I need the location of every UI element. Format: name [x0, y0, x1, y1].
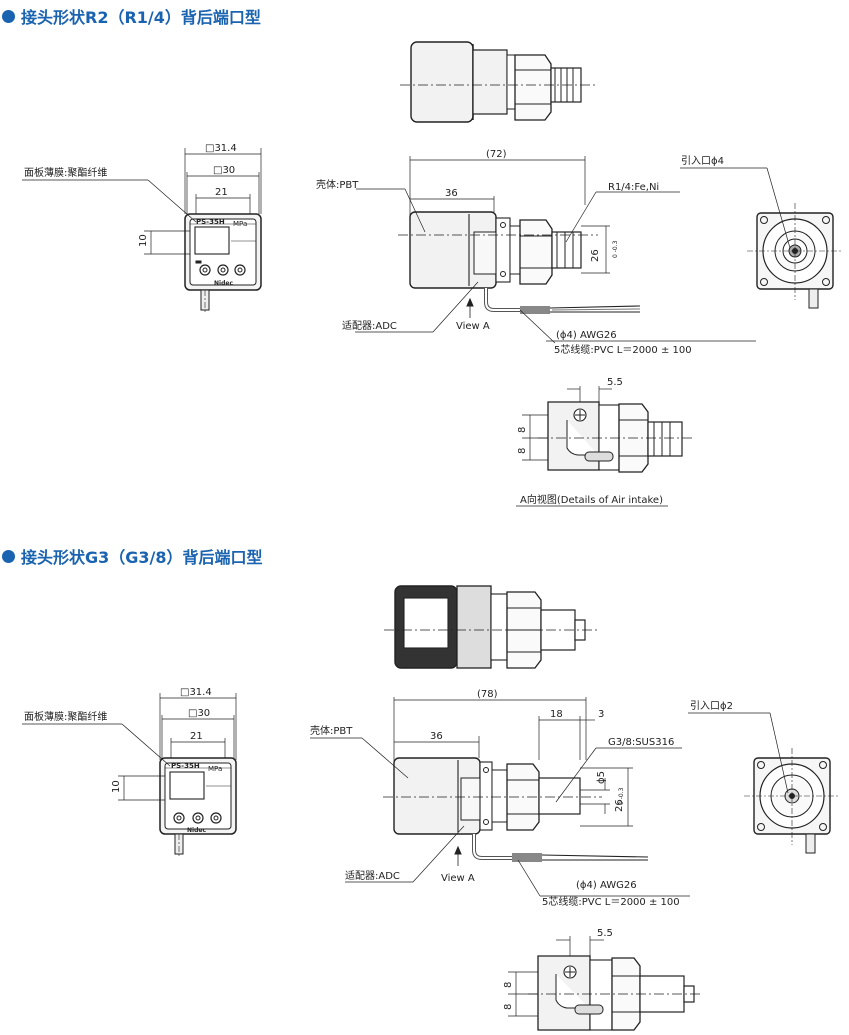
top-view-r2: [400, 41, 595, 123]
shell-label-g3: 壳体:PBT: [310, 724, 353, 737]
side-view-g3: [310, 697, 690, 897]
adapter-label-r2: 适配器:ADC: [342, 320, 397, 332]
dim-18-g3: 18: [550, 709, 563, 720]
phi-dim-g3: ϕ5: [596, 771, 607, 784]
view-a-dim-top-g3: 5.5: [597, 928, 613, 939]
view-a-g3: [508, 936, 700, 1031]
unit-label-r2: MPa: [233, 220, 247, 228]
inlet-label-r2: 引入口ϕ4: [681, 155, 724, 167]
view-a-label-r2: View A: [456, 321, 490, 332]
section-title-g3: 接头形状G3（G3/8）背后端口型: [2, 544, 263, 568]
thread-label-r2: R1/4:Fe,Ni: [608, 182, 659, 193]
section-title-text: 接头形状G3（G3/8）背后端口型: [21, 548, 263, 567]
dim-body-g3: 36: [430, 731, 443, 742]
dim-3-g3: 3: [598, 709, 604, 720]
front-view-r2: [22, 148, 262, 314]
brand-label-r2: Nidec: [214, 280, 233, 287]
dim-26-r2: 26: [590, 249, 601, 262]
model-label-r2: PS-35H: [196, 218, 225, 226]
section-title-r2: 接头形状R2（R1/4）背后端口型: [2, 4, 261, 28]
inlet-label-g3: 引入口ϕ2: [690, 700, 733, 712]
adapter-label-g3: 适配器:ADC: [345, 870, 400, 882]
inlet-view-r2: [680, 167, 843, 309]
dim-outer-r2: □31.4: [205, 143, 237, 154]
brand-label-g3: Nidec: [187, 827, 206, 834]
view-a-label-g3: View A: [441, 873, 475, 884]
bullet-dot-icon: [2, 9, 15, 23]
dim-height-r2: 10: [138, 234, 149, 247]
cable-dia-g3: (ϕ4) AWG26: [576, 880, 637, 891]
section-title-text: 接头形状R2（R1/4）背后端口型: [21, 8, 261, 27]
cable-spec-g3: 5芯线缆:PVC L＝2000 ± 100: [542, 895, 680, 908]
dim-window-r2: 21: [215, 187, 228, 198]
model-label-g3: PS-35H: [171, 762, 200, 770]
dim-26-g3: 26: [614, 799, 625, 812]
thread-label-g3: G3/8:SUS316: [608, 737, 674, 748]
bullet-dot-icon: [2, 549, 15, 563]
dim-total-g3: (78): [477, 689, 498, 700]
tol-g3: 0 -0.3: [618, 787, 625, 805]
view-a-caption-r2: A向视图(Details of Air intake): [520, 493, 663, 506]
side-view-r2: [355, 156, 756, 344]
tol-r2: 0 -0.3: [612, 240, 619, 258]
view-a-dim1-r2: 8: [517, 427, 528, 433]
cable-spec-r2: 5芯线缆:PVC L＝2000 ± 100: [554, 343, 692, 356]
view-a-dim1-g3: 8: [503, 982, 514, 988]
dim-height-g3: 10: [111, 780, 122, 793]
cable-dia-r2: (ϕ4) AWG26: [556, 330, 617, 341]
unit-label-g3: MPa: [208, 765, 222, 773]
top-view-g3: [384, 585, 598, 669]
dim-window-g3: 21: [190, 731, 203, 742]
dim-outer-g3: □31.4: [180, 687, 212, 698]
shell-label-r2: 壳体:PBT: [316, 178, 359, 191]
inlet-view-g3: [688, 712, 840, 854]
panel-label-g3: 面板薄膜:聚酯纤维: [24, 710, 107, 723]
dim-total-r2: (72): [486, 149, 507, 160]
view-a-r2: [516, 386, 695, 507]
view-a-dim2-r2: 8: [517, 448, 528, 454]
panel-label-r2: 面板薄膜:聚酯纤维: [24, 166, 107, 179]
view-a-dim2-g3: 8: [503, 1004, 514, 1010]
dim-inner-g3: □30: [188, 708, 210, 719]
view-a-dim-top-r2: 5.5: [607, 377, 623, 388]
front-view-g3: [22, 693, 237, 858]
dim-inner-r2: □30: [213, 165, 235, 176]
dim-body-r2: 36: [445, 188, 458, 199]
